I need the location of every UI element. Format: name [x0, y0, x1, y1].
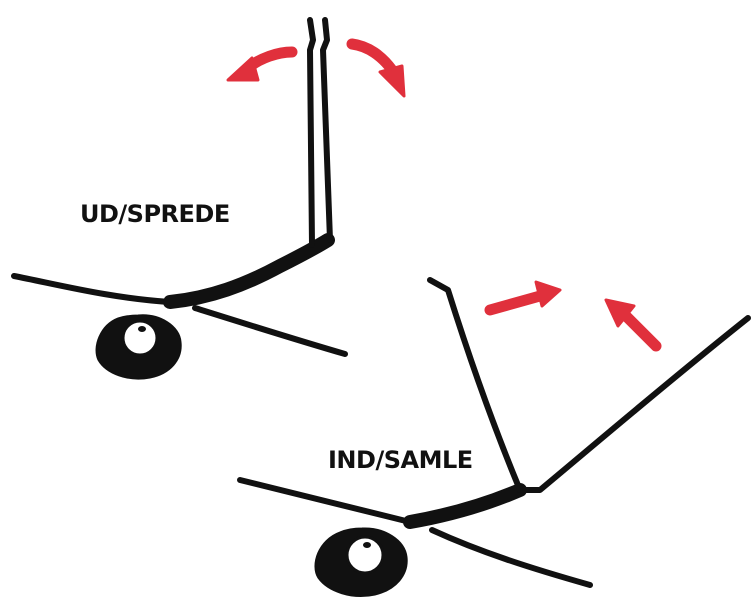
top-pole-left	[307, 17, 316, 248]
curved-arrow-right-icon	[346, 38, 406, 98]
bottom-thick-bar	[403, 483, 527, 529]
top-left-line	[11, 273, 173, 305]
bottom-diagonal-left	[427, 277, 523, 493]
bottom-figure	[237, 277, 751, 597]
label-ud-sprede: UD/SPREDE	[80, 200, 230, 228]
curved-arrow-left-icon	[226, 46, 298, 82]
bottom-lower-leg	[429, 527, 593, 588]
top-figure	[11, 17, 348, 380]
spread-arrows	[226, 38, 406, 98]
top-lower-leg	[192, 305, 348, 357]
label-ind-samle: IND/SAMLE	[328, 446, 473, 474]
bottom-diagonal-right	[517, 315, 751, 493]
arrow-right-icon	[484, 280, 562, 316]
bottom-ball	[314, 527, 408, 597]
arrow-up-left-icon	[604, 298, 662, 352]
bottom-left-line	[237, 477, 413, 525]
gather-arrows	[484, 280, 662, 352]
top-pole-right	[320, 17, 333, 243]
top-ball	[95, 314, 182, 380]
top-thick-bar	[163, 233, 335, 309]
